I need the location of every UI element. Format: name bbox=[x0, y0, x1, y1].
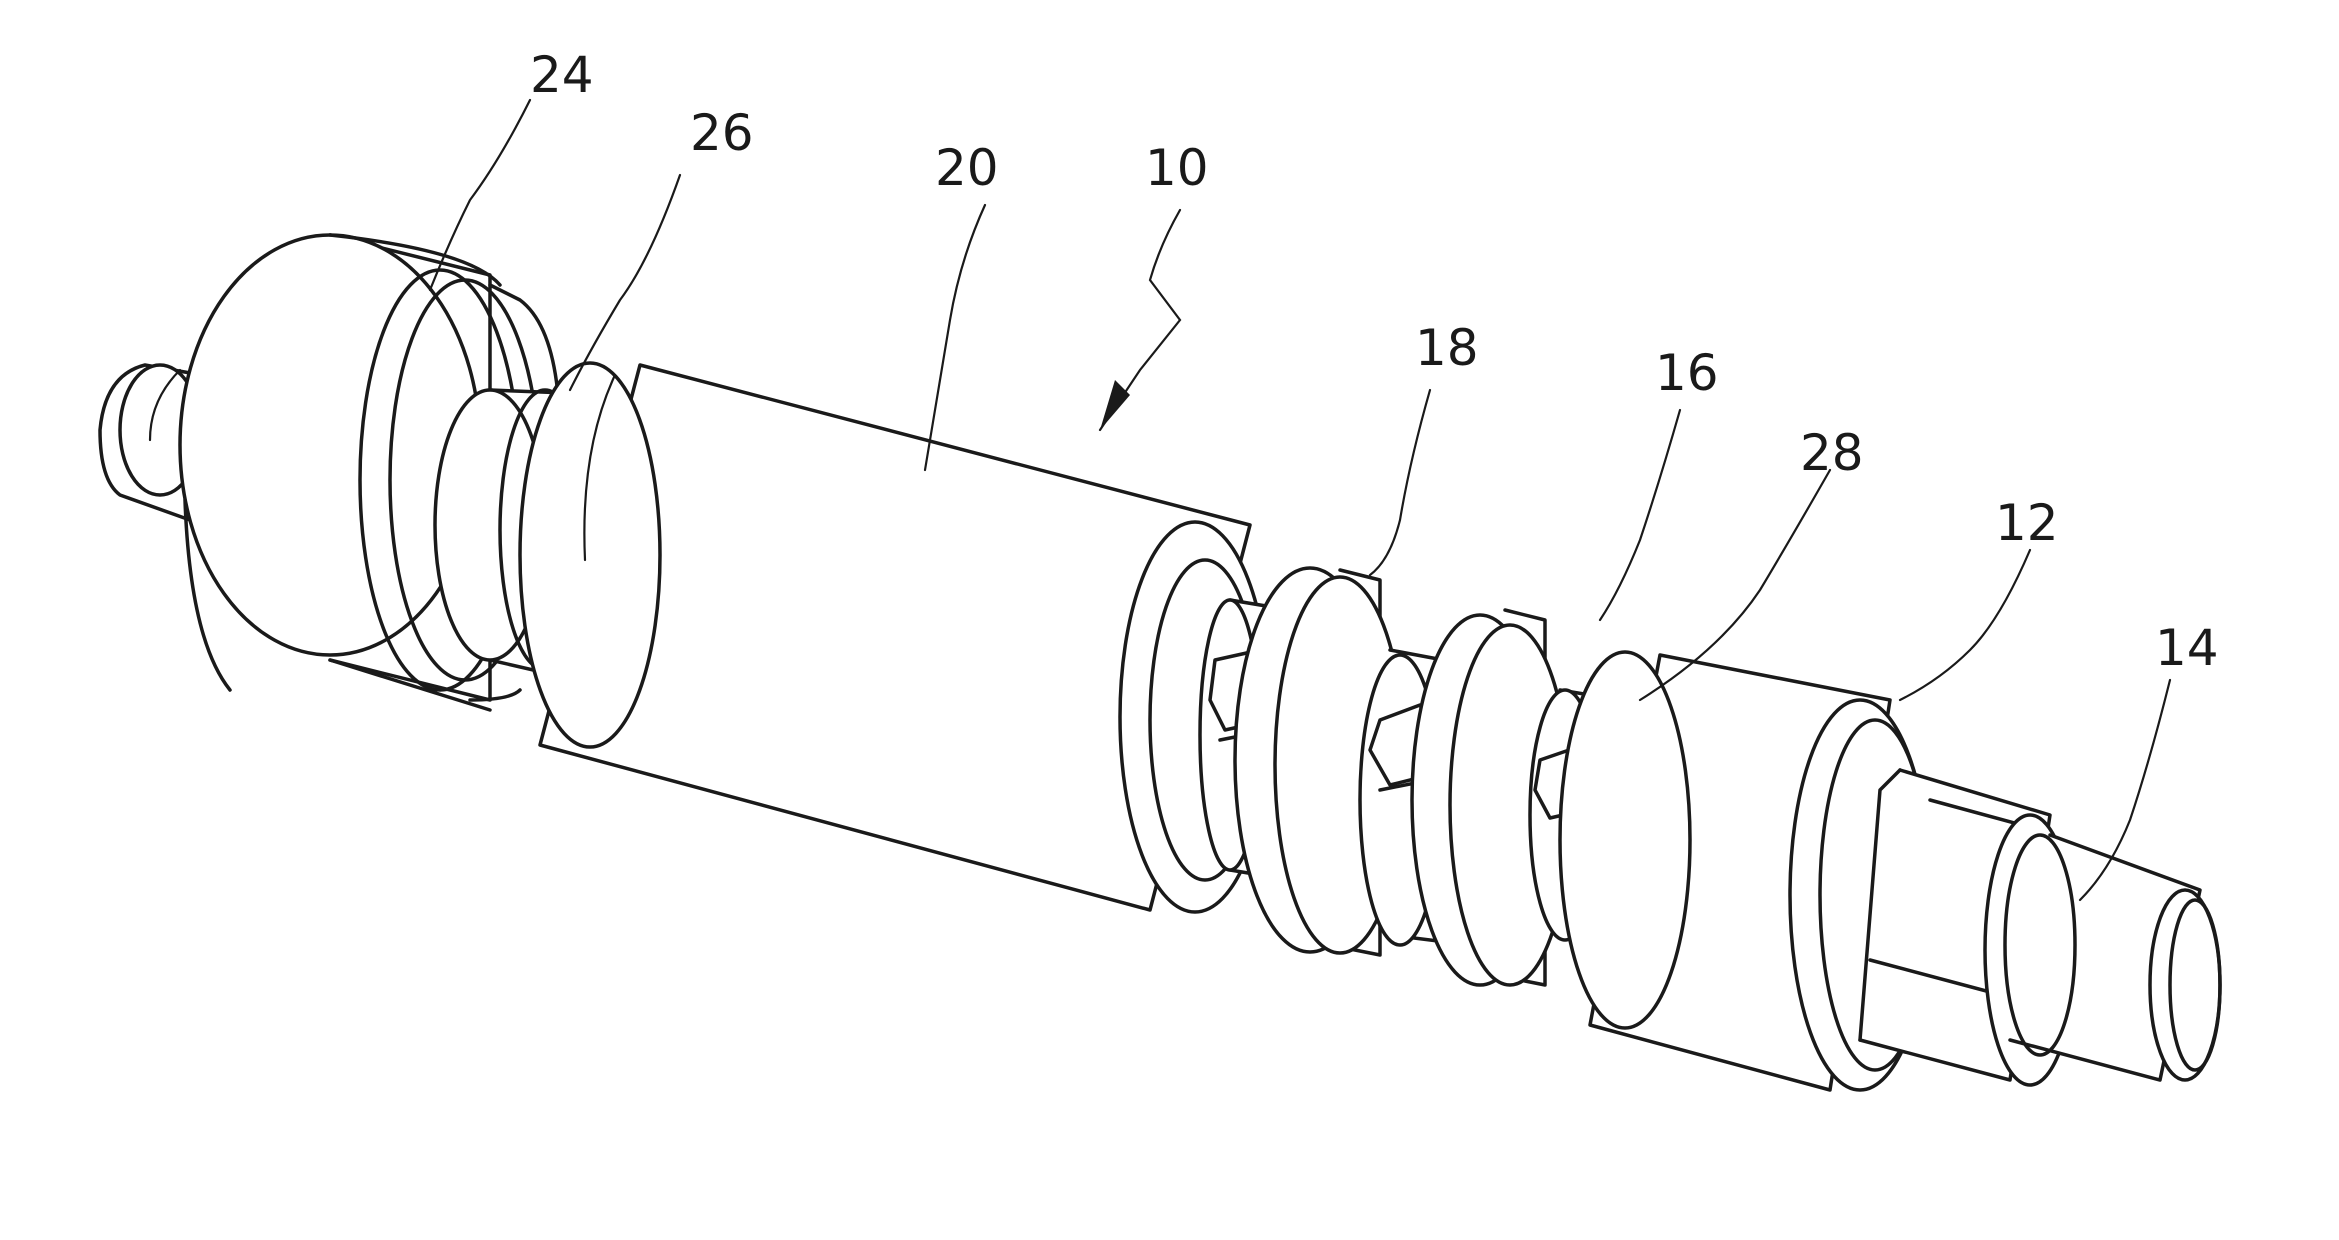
main-cylinder-20 bbox=[520, 363, 1270, 912]
label-20: 20 bbox=[935, 139, 999, 197]
leader-16 bbox=[1600, 410, 1680, 620]
leader-18 bbox=[1370, 390, 1430, 575]
label-14: 14 bbox=[2155, 619, 2219, 677]
leader-20 bbox=[925, 205, 985, 470]
label-28: 28 bbox=[1800, 424, 1864, 482]
label-12: 12 bbox=[1995, 494, 2059, 552]
label-16: 16 bbox=[1655, 344, 1719, 402]
leader-24 bbox=[430, 100, 530, 290]
roller-12-left-face bbox=[1560, 652, 1690, 1028]
leader-26 bbox=[570, 175, 680, 390]
label-18: 18 bbox=[1415, 319, 1479, 377]
leader-12 bbox=[1900, 550, 2030, 700]
cylinder-20-left-face bbox=[520, 363, 660, 747]
label-26: 26 bbox=[690, 104, 754, 162]
arrow-10-head bbox=[1100, 380, 1130, 430]
label-10: 10 bbox=[1145, 139, 1209, 197]
label-24: 24 bbox=[530, 46, 594, 104]
